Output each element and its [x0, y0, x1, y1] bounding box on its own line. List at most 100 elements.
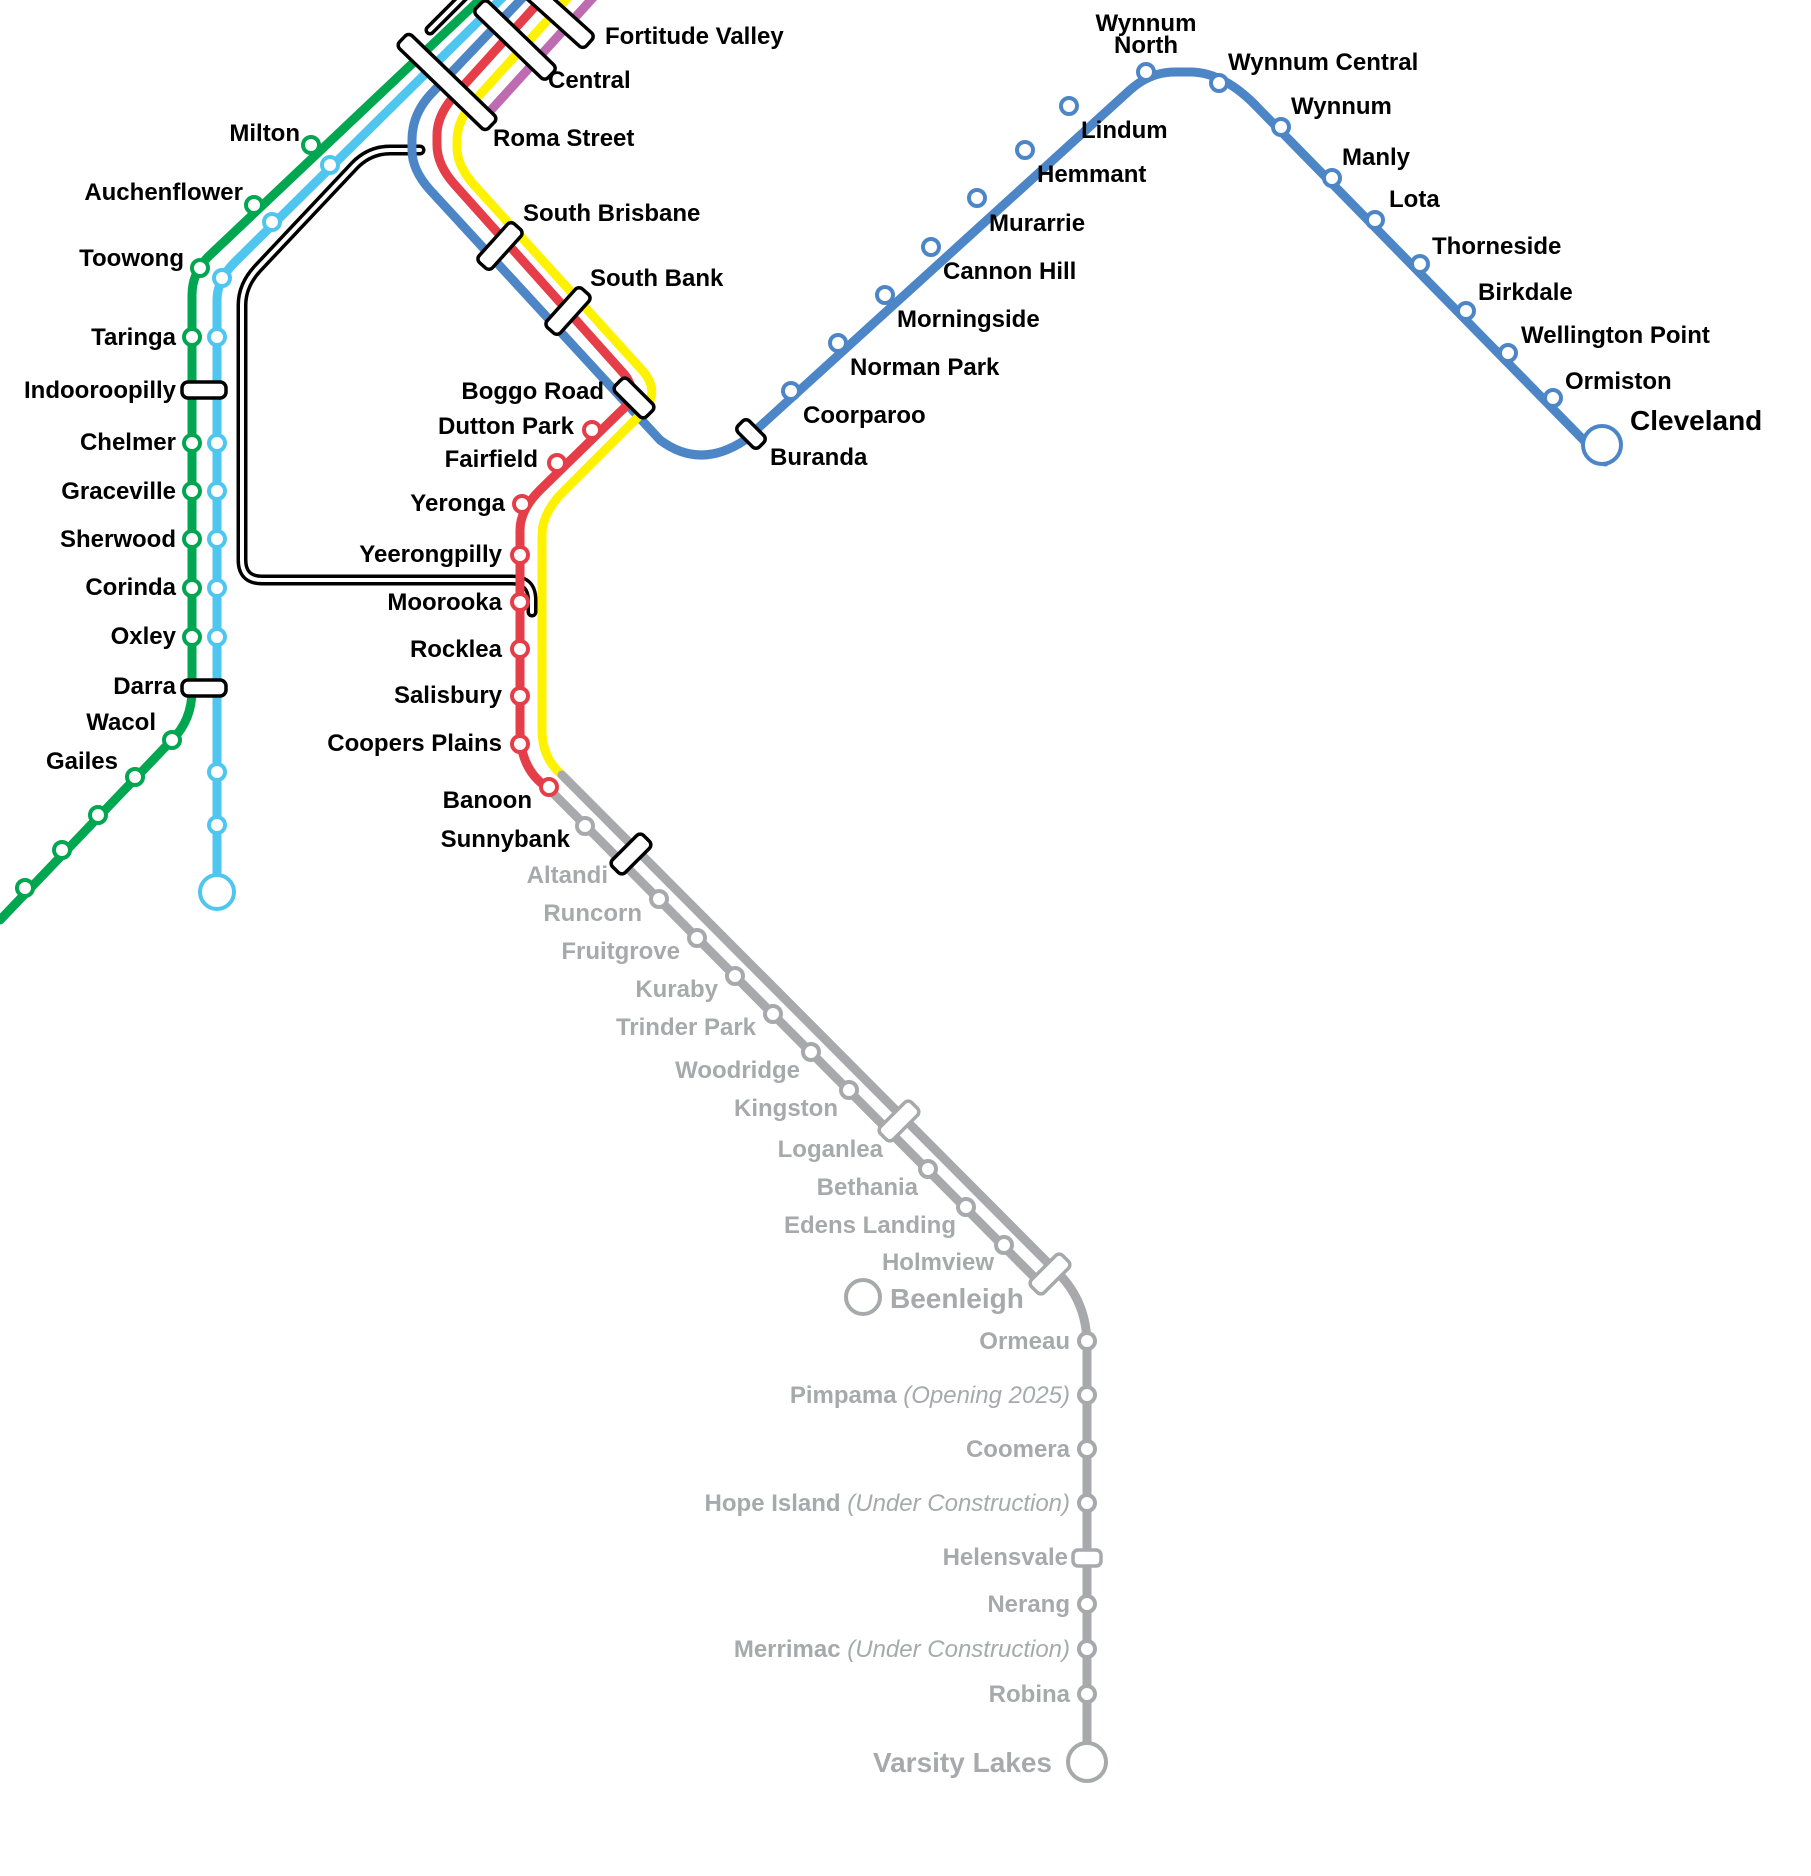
interchange-altandi[interactable] — [609, 832, 653, 876]
station-dot-gailes[interactable] — [125, 767, 145, 787]
label-robina[interactable]: Robina — [989, 1681, 1071, 1708]
station-dot-lota[interactable] — [1365, 210, 1385, 230]
label-merrimac[interactable]: Merrimac (Under Construction) — [734, 1636, 1070, 1663]
label-sherwood[interactable]: Sherwood — [60, 526, 176, 553]
station-dot-hemmant[interactable] — [1015, 140, 1035, 160]
station-dot-richlands[interactable] — [207, 762, 227, 782]
station-dot-merrimac[interactable] — [1077, 1639, 1097, 1659]
station-dot-goodna[interactable] — [88, 805, 108, 825]
terminus-springfield-central[interactable] — [198, 873, 236, 911]
station-dot-runcorn[interactable] — [649, 889, 669, 909]
station-dot-riverview[interactable] — [15, 878, 35, 898]
label-manly[interactable]: Manly — [1342, 144, 1411, 171]
label-norman-park[interactable]: Norman Park — [850, 354, 1000, 381]
label-loganlea[interactable]: Loganlea — [778, 1136, 884, 1163]
station-dot-toowong[interactable] — [190, 258, 210, 278]
station-dot-trinder-park[interactable] — [763, 1004, 783, 1024]
label-wynnum[interactable]: Wynnum — [1291, 93, 1392, 120]
terminus-beenleigh[interactable] — [844, 1278, 882, 1316]
station-dot-nerang[interactable] — [1077, 1594, 1097, 1614]
station-dot-chelmer-lb[interactable] — [207, 433, 227, 453]
label-rocklea[interactable]: Rocklea — [410, 636, 503, 663]
label-wynnum-north-2[interactable]: North — [1114, 32, 1178, 59]
label-hope-island[interactable]: Hope Island (Under Construction) — [705, 1490, 1070, 1517]
label-banoon[interactable]: Banoon — [443, 787, 532, 814]
station-dot-wynnum-north[interactable] — [1136, 62, 1156, 82]
station-dot-oxley-g[interactable] — [182, 627, 202, 647]
label-indooroopilly[interactable]: Indooroopilly — [24, 377, 177, 404]
label-ormeau[interactable]: Ormeau — [979, 1328, 1070, 1355]
label-gailes[interactable]: Gailes — [46, 748, 118, 775]
station-dot-banoon[interactable] — [539, 777, 559, 797]
station-dot-fruitgrove[interactable] — [687, 928, 707, 948]
station-dot-cannon-hill[interactable] — [921, 237, 941, 257]
label-coomera[interactable]: Coomera — [966, 1436, 1071, 1463]
label-south-bank[interactable]: South Bank — [590, 265, 724, 292]
station-dot-milton[interactable] — [301, 135, 321, 155]
label-morningside[interactable]: Morningside — [897, 306, 1040, 333]
station-dot-wynnum[interactable] — [1271, 117, 1291, 137]
station-dot-corinda-g[interactable] — [182, 578, 202, 598]
label-beenleigh[interactable]: Beenleigh — [890, 1283, 1024, 1314]
label-ormiston[interactable]: Ormiston — [1565, 368, 1672, 395]
station-dot-fairfield[interactable] — [547, 453, 567, 473]
interchange-south-brisbane[interactable] — [476, 220, 524, 272]
station-dot-taringa-g[interactable] — [182, 327, 202, 347]
station-dot-moorooka[interactable] — [510, 592, 530, 612]
interchange-fortitude-valley[interactable] — [515, 0, 595, 50]
label-kingston[interactable]: Kingston — [734, 1095, 838, 1122]
label-helensvale[interactable]: Helensvale — [943, 1544, 1068, 1571]
station-dot-salisbury[interactable] — [510, 686, 530, 706]
station-dot-yeronga[interactable] — [512, 494, 532, 514]
station-dot-murarrie[interactable] — [967, 188, 987, 208]
terminus-varsity-lakes[interactable] — [1066, 1741, 1108, 1783]
interchange-indooroopilly[interactable] — [180, 380, 228, 400]
label-birkdale[interactable]: Birkdale — [1478, 279, 1573, 306]
station-dot-lindum[interactable] — [1059, 96, 1079, 116]
station-dot-wacol[interactable] — [162, 730, 182, 750]
label-roma-street[interactable]: Roma Street — [493, 125, 634, 152]
label-pimpama[interactable]: Pimpama (Opening 2025) — [790, 1382, 1070, 1409]
station-dot-taringa-lb[interactable] — [207, 327, 227, 347]
station-dot-auchenflower-lb[interactable] — [262, 212, 282, 232]
station-dot-rocklea[interactable] — [510, 639, 530, 659]
station-dot-auchenflower[interactable] — [244, 195, 264, 215]
station-dot-sherwood-g[interactable] — [182, 529, 202, 549]
label-fruitgrove[interactable]: Fruitgrove — [561, 938, 680, 965]
station-dot-ormiston[interactable] — [1543, 388, 1563, 408]
station-dot-milton-lb[interactable] — [320, 155, 340, 175]
label-bethania[interactable]: Bethania — [817, 1174, 919, 1201]
station-dot-morningside[interactable] — [875, 285, 895, 305]
label-salisbury[interactable]: Salisbury — [394, 682, 503, 709]
label-holmview[interactable]: Holmview — [882, 1249, 994, 1276]
label-taringa[interactable]: Taringa — [91, 324, 177, 351]
label-fairfield[interactable]: Fairfield — [445, 446, 538, 473]
label-corinda[interactable]: Corinda — [85, 574, 176, 601]
station-dot-hope-island[interactable] — [1077, 1493, 1097, 1513]
station-dot-sunnybank[interactable] — [575, 816, 595, 836]
station-dot-redbank[interactable] — [52, 840, 72, 860]
station-dot-graceville-g[interactable] — [182, 481, 202, 501]
station-dot-toowong-lb[interactable] — [212, 268, 232, 288]
station-dot-dutton-park[interactable] — [582, 420, 602, 440]
label-thorneside[interactable]: Thorneside — [1432, 233, 1561, 260]
station-dot-sherwood-lb[interactable] — [207, 529, 227, 549]
label-toowong[interactable]: Toowong — [79, 245, 184, 272]
station-dot-kingston[interactable] — [839, 1080, 859, 1100]
station-dot-yeerongpilly[interactable] — [510, 545, 530, 565]
station-dot-manly[interactable] — [1322, 168, 1342, 188]
interchange-darra[interactable] — [180, 678, 228, 698]
interchange-helensvale[interactable] — [1071, 1548, 1103, 1568]
label-cannon-hill[interactable]: Cannon Hill — [943, 258, 1076, 285]
station-dot-birkdale[interactable] — [1456, 301, 1476, 321]
label-wacol[interactable]: Wacol — [86, 709, 156, 736]
station-dot-robina[interactable] — [1077, 1684, 1097, 1704]
station-dot-coomera[interactable] — [1077, 1439, 1097, 1459]
label-wellington-point[interactable]: Wellington Point — [1521, 322, 1710, 349]
station-dot-corinda-lb[interactable] — [207, 578, 227, 598]
station-dot-norman-park[interactable] — [828, 333, 848, 353]
interchange-loganlea[interactable] — [877, 1099, 921, 1143]
label-wynnum-north-1[interactable]: Wynnum — [1096, 10, 1197, 37]
terminus-cleveland[interactable] — [1581, 424, 1623, 466]
station-dot-wellington-point[interactable] — [1498, 343, 1518, 363]
